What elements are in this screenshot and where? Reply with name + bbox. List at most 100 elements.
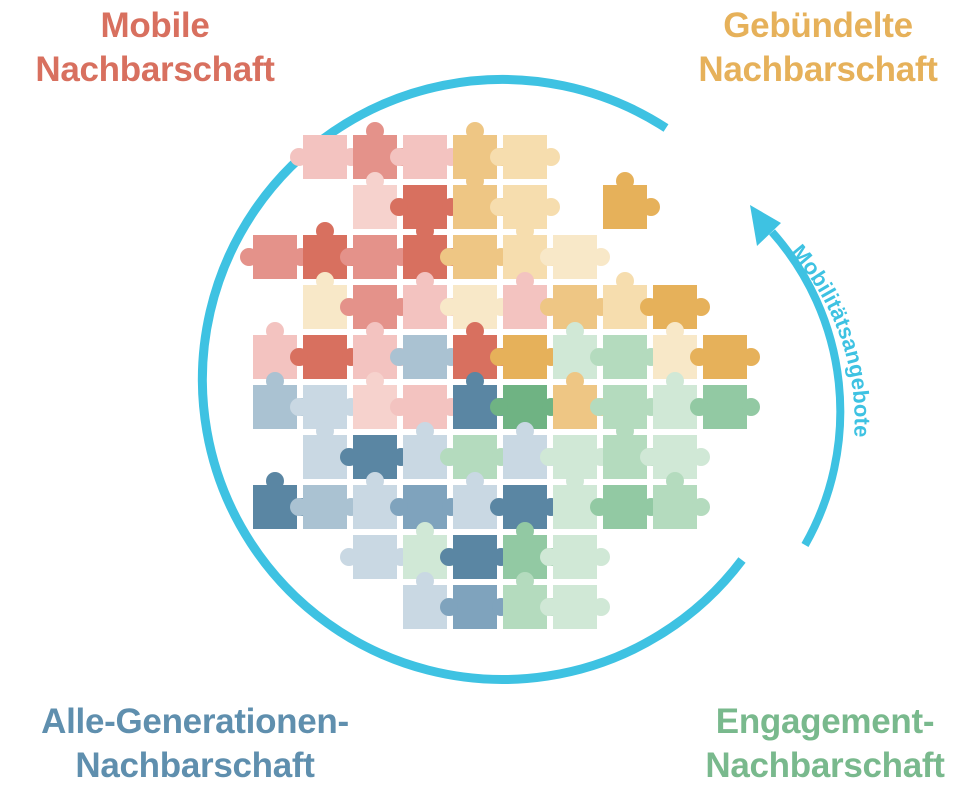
- puzzle-piece: [553, 472, 610, 529]
- puzzle-piece-tab: [466, 122, 484, 140]
- puzzle-piece-tab: [466, 372, 484, 390]
- puzzle-piece-body: [553, 285, 597, 329]
- puzzle-piece-body: [303, 285, 347, 329]
- puzzle-piece-tab: [692, 298, 710, 316]
- puzzle-piece: [690, 335, 760, 379]
- puzzle-piece: [503, 272, 560, 329]
- puzzle-piece-tab: [590, 498, 608, 516]
- puzzle-piece-tab: [266, 372, 284, 390]
- puzzle-piece-body: [403, 185, 447, 229]
- puzzle-piece-body: [553, 385, 597, 429]
- puzzle-piece: [240, 235, 310, 279]
- puzzle-piece-tab: [440, 598, 458, 616]
- puzzle-piece: [340, 235, 410, 279]
- puzzle-piece-body: [653, 335, 697, 379]
- puzzle-piece: [303, 272, 360, 329]
- puzzle-piece-tab: [340, 548, 358, 566]
- puzzle-piece-tab: [440, 298, 458, 316]
- puzzle-piece-tab: [440, 448, 458, 466]
- puzzle-piece-body: [653, 435, 697, 479]
- puzzle-piece-tab: [566, 322, 584, 340]
- label-gebuendelte-line1: Gebündelte: [723, 6, 913, 45]
- puzzle-piece-body: [503, 485, 547, 529]
- puzzle-piece-tab: [466, 172, 484, 190]
- puzzle-piece-body: [403, 535, 447, 579]
- puzzle-piece-tab: [540, 598, 558, 616]
- puzzle-piece-tab: [690, 348, 708, 366]
- label-gebuendelte-line2: Nachbarschaft: [698, 50, 938, 89]
- puzzle-piece-tab: [416, 572, 434, 590]
- puzzle-piece-tab: [366, 472, 384, 490]
- label-engagement-nachbarschaft: Engagement- Nachbarschaft: [680, 700, 970, 788]
- puzzle-piece: [440, 435, 510, 479]
- puzzle-piece-tab: [416, 422, 434, 440]
- puzzle-piece-tab: [616, 422, 634, 440]
- puzzle-piece: [640, 435, 710, 479]
- puzzle-piece-body: [353, 285, 397, 329]
- puzzle-piece-tab: [490, 398, 508, 416]
- puzzle-piece: [490, 185, 560, 229]
- puzzle-piece-tab: [642, 198, 660, 216]
- puzzle-piece: [590, 335, 660, 379]
- puzzle-piece-body: [353, 135, 397, 179]
- label-engagement-line1: Engagement-: [715, 702, 935, 741]
- puzzle-piece-tab: [742, 398, 760, 416]
- puzzle-piece-body: [353, 185, 397, 229]
- puzzle-piece-body: [403, 485, 447, 529]
- puzzle-piece-tab: [566, 372, 584, 390]
- puzzle-piece-body: [453, 435, 497, 479]
- puzzle-piece-tab: [366, 322, 384, 340]
- puzzle-piece-tab: [390, 198, 408, 216]
- puzzle-piece-body: [453, 335, 497, 379]
- inner-arrow-head-icon: [750, 205, 781, 246]
- puzzle-piece-tab: [366, 122, 384, 140]
- puzzle-piece-body: [303, 385, 347, 429]
- puzzle-piece: [540, 235, 610, 279]
- puzzle-piece-tab: [640, 298, 658, 316]
- puzzle-piece-body: [553, 585, 597, 629]
- puzzle-piece-body: [703, 385, 747, 429]
- puzzle-piece-tab: [666, 322, 684, 340]
- puzzle-piece-tab: [666, 472, 684, 490]
- puzzle-piece-tab: [490, 498, 508, 516]
- puzzle-piece: [440, 285, 510, 329]
- puzzle-piece-body: [653, 385, 697, 429]
- puzzle-piece-tab: [592, 548, 610, 566]
- puzzle-piece-tab: [290, 148, 308, 166]
- puzzle-piece-tab: [542, 198, 560, 216]
- puzzle-piece-tab: [690, 398, 708, 416]
- puzzle-piece: [440, 235, 510, 279]
- puzzle-piece-tab: [290, 348, 308, 366]
- puzzle-piece-tab: [416, 522, 434, 540]
- puzzle-piece-tab: [340, 248, 358, 266]
- puzzle-piece-body: [403, 235, 447, 279]
- puzzle-piece-body: [253, 385, 297, 429]
- puzzle-piece-body: [503, 385, 547, 429]
- cycle-ring-arc: [197, 74, 746, 684]
- puzzle-piece: [390, 135, 460, 179]
- puzzle-piece-body: [353, 335, 397, 379]
- puzzle-piece-tab: [440, 548, 458, 566]
- label-mobile-nachbarschaft: Mobile Nachbarschaft: [15, 4, 295, 92]
- puzzle-piece-tab: [516, 272, 534, 290]
- puzzle-piece-body: [253, 335, 297, 379]
- puzzle-piece: [440, 585, 510, 629]
- puzzle-piece-tab: [692, 448, 710, 466]
- puzzle-piece-body: [403, 585, 447, 629]
- puzzle-piece-body: [303, 435, 347, 479]
- puzzle-piece-body: [453, 585, 497, 629]
- puzzle-piece-body: [603, 285, 647, 329]
- puzzle-piece: [440, 535, 510, 579]
- puzzle-piece-tab: [692, 498, 710, 516]
- puzzle-piece-tab: [466, 322, 484, 340]
- puzzle-piece-tab: [590, 348, 608, 366]
- puzzle-piece-tab: [616, 272, 634, 290]
- puzzle-piece-tab: [316, 222, 334, 240]
- puzzle-piece-tab: [616, 172, 634, 190]
- puzzle-piece-tab: [666, 372, 684, 390]
- puzzle-piece: [390, 335, 460, 379]
- puzzle-piece-body: [453, 385, 497, 429]
- puzzle-piece-tab: [742, 348, 760, 366]
- puzzle-piece: [640, 285, 710, 329]
